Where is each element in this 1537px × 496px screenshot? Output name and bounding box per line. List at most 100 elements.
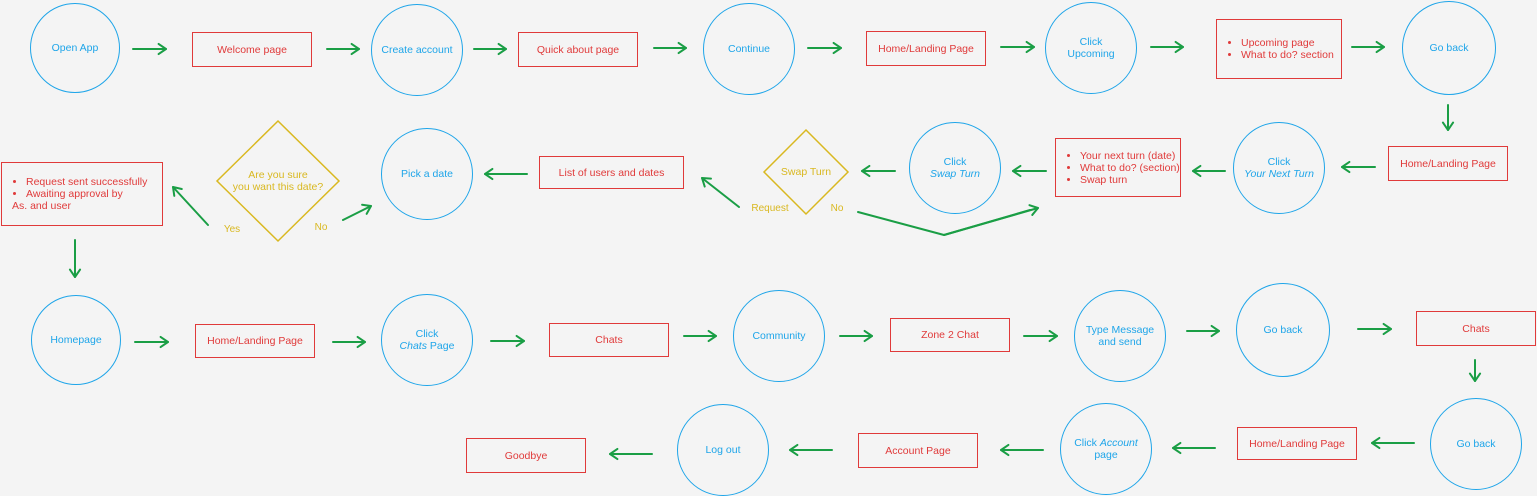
quick-about-page-node: Quick about page xyxy=(518,32,638,67)
arrow-request-homepage-head xyxy=(68,268,82,278)
click-upcoming-line-1: Click xyxy=(1079,36,1103,48)
create-account-label: Create account xyxy=(381,44,453,56)
chats-label-2: Chats xyxy=(1462,322,1490,335)
go-back-node-3: Go back xyxy=(1430,398,1522,490)
arrow-goback3-home4-head xyxy=(1371,436,1381,450)
continue-label: Continue xyxy=(727,43,771,55)
pick-a-date-label: Pick a date xyxy=(401,168,453,180)
click-swap-turn-line-2: Swap Turn xyxy=(930,168,980,180)
click-next-turn-line-1: Click xyxy=(1267,156,1291,168)
goodbye-node: Goodbye xyxy=(466,438,586,473)
open-app-node: Open App xyxy=(30,3,120,93)
zone2-chat-node: Zone 2 Chat xyxy=(890,318,1010,352)
list-users-dates-label: List of users and dates xyxy=(558,166,665,179)
swap-turn-decision-text: Swap Turn xyxy=(780,166,832,178)
click-your-next-turn-node: Click Your Next Turn xyxy=(1233,122,1325,214)
click-account-node: Click Account page xyxy=(1060,403,1152,495)
click-chats-node: Click Chats Page xyxy=(381,294,473,386)
account-page-node: Account Page xyxy=(858,433,978,468)
confirm-line-2: you want this date? xyxy=(232,181,324,193)
go-back-label-1: Go back xyxy=(1429,42,1469,54)
continue-node: Continue xyxy=(703,3,795,95)
arrow-confirm-yes-request-shaft xyxy=(172,186,209,226)
go-back-node-1: Go back xyxy=(1402,1,1496,95)
next-turn-item-3: Swap turn xyxy=(1080,174,1180,186)
click-chats-line-1: Click xyxy=(415,328,439,340)
next-turn-item-1: Your next turn (date) xyxy=(1080,150,1180,162)
click-account-line-1: Click xyxy=(1074,437,1097,449)
swap-turn-decision-label: Swap Turn xyxy=(770,162,842,182)
account-page-label: Account Page xyxy=(885,444,951,457)
home-landing-label-3: Home/Landing Page xyxy=(207,335,303,347)
arrow-confirm-no-pickdate-shaft xyxy=(342,205,372,221)
go-back-label-3: Go back xyxy=(1456,438,1496,450)
chats-node-2: Chats xyxy=(1416,311,1536,346)
arrow-nextturn-box-head xyxy=(1192,164,1202,178)
homepage-label: Homepage xyxy=(50,334,102,346)
chats-label-1: Chats xyxy=(595,334,623,346)
arrow-chats2-goback3-head xyxy=(1468,372,1482,382)
log-out-node: Log out xyxy=(677,404,769,496)
arrow-no-loop-head xyxy=(1028,204,1039,216)
confirm-line-1: Are you sure xyxy=(248,169,308,181)
arrow-zone2-type-head xyxy=(1048,329,1058,343)
confirm-date-decision-label: Are you sure you want this date? xyxy=(222,168,334,194)
arrow-about-continue-head xyxy=(677,41,687,55)
community-node: Community xyxy=(733,290,825,382)
arrow-continue-home-head xyxy=(832,41,842,55)
arrow-logout-goodbye-head xyxy=(609,447,619,461)
arrow-swapturn-decision-head xyxy=(861,164,871,178)
arrow-upcoming-box-head xyxy=(1174,40,1184,54)
home-landing-label-2: Home/Landing Page xyxy=(1400,157,1496,170)
arrow-confirm-yes-request-head xyxy=(172,186,183,197)
home-landing-node-4: Home/Landing Page xyxy=(1237,427,1357,460)
chats-node-1: Chats xyxy=(549,323,669,357)
welcome-page-label: Welcome page xyxy=(217,43,287,56)
arrow-chats-chatsbox-head xyxy=(515,334,525,348)
goodbye-label: Goodbye xyxy=(504,449,548,462)
arrow-goback-home2-head xyxy=(1441,121,1455,131)
type-message-line-2: and send xyxy=(1098,336,1142,348)
arrow-box-swapturn-head xyxy=(1012,164,1022,178)
click-upcoming-node: Click Upcoming xyxy=(1045,2,1137,94)
arrow-account-accountpage-head xyxy=(1000,443,1010,457)
arrow-home2-nextturn-head xyxy=(1341,160,1351,174)
home-landing-node-1: Home/Landing Page xyxy=(866,31,986,66)
go-back-label-2: Go back xyxy=(1263,324,1303,336)
arrow-goback-chats2-head xyxy=(1382,322,1392,336)
list-users-dates-node: List of users and dates xyxy=(539,156,684,189)
home-landing-label-4: Home/Landing Page xyxy=(1249,437,1345,450)
request-item-2: Awaiting approval by xyxy=(26,188,147,200)
arrow-openapp-welcome-head xyxy=(157,42,167,56)
arrow-request-list-head xyxy=(701,177,712,188)
upcoming-page-box: Upcoming page What to do? section xyxy=(1216,19,1342,79)
click-account-line-2: page xyxy=(1094,449,1118,461)
arrow-home3-chats-head xyxy=(356,335,366,349)
no-label-2: No xyxy=(314,222,328,233)
arrow-type-goback-head xyxy=(1210,324,1220,338)
arrow-list-pickdate-head xyxy=(484,167,494,181)
arrow-request-list-shaft xyxy=(701,177,740,208)
upcoming-item-1: Upcoming page xyxy=(1241,37,1334,49)
homepage-node: Homepage xyxy=(31,295,121,385)
click-next-turn-line-2: Your Next Turn xyxy=(1244,168,1314,180)
arrow-home4-account-head xyxy=(1172,441,1182,455)
welcome-page-node: Welcome page xyxy=(192,32,312,67)
arrow-group xyxy=(68,40,1482,461)
upcoming-item-2: What to do? section xyxy=(1241,49,1334,61)
request-item-1: Request sent successfully xyxy=(26,176,147,188)
next-turn-box: Your next turn (date) What to do? (secti… xyxy=(1055,138,1181,197)
arrow-community-zone2-head xyxy=(863,329,873,343)
type-message-line-1: Type Message xyxy=(1085,324,1155,336)
next-turn-item-2: What to do? (section) xyxy=(1080,162,1180,174)
arrow-home-upcoming-head xyxy=(1025,40,1035,54)
request-sent-box: Request sent successfully Awaiting appro… xyxy=(1,162,163,226)
pick-a-date-node: Pick a date xyxy=(381,128,473,220)
arrow-welcome-create-head xyxy=(350,42,360,56)
create-account-node: Create account xyxy=(371,4,463,96)
yes-label: Yes xyxy=(223,224,241,235)
arrow-confirm-no-pickdate-head xyxy=(361,203,372,215)
home-landing-label-1: Home/Landing Page xyxy=(878,42,974,55)
go-back-node-2: Go back xyxy=(1236,283,1330,377)
click-chats-page: Page xyxy=(429,340,455,352)
